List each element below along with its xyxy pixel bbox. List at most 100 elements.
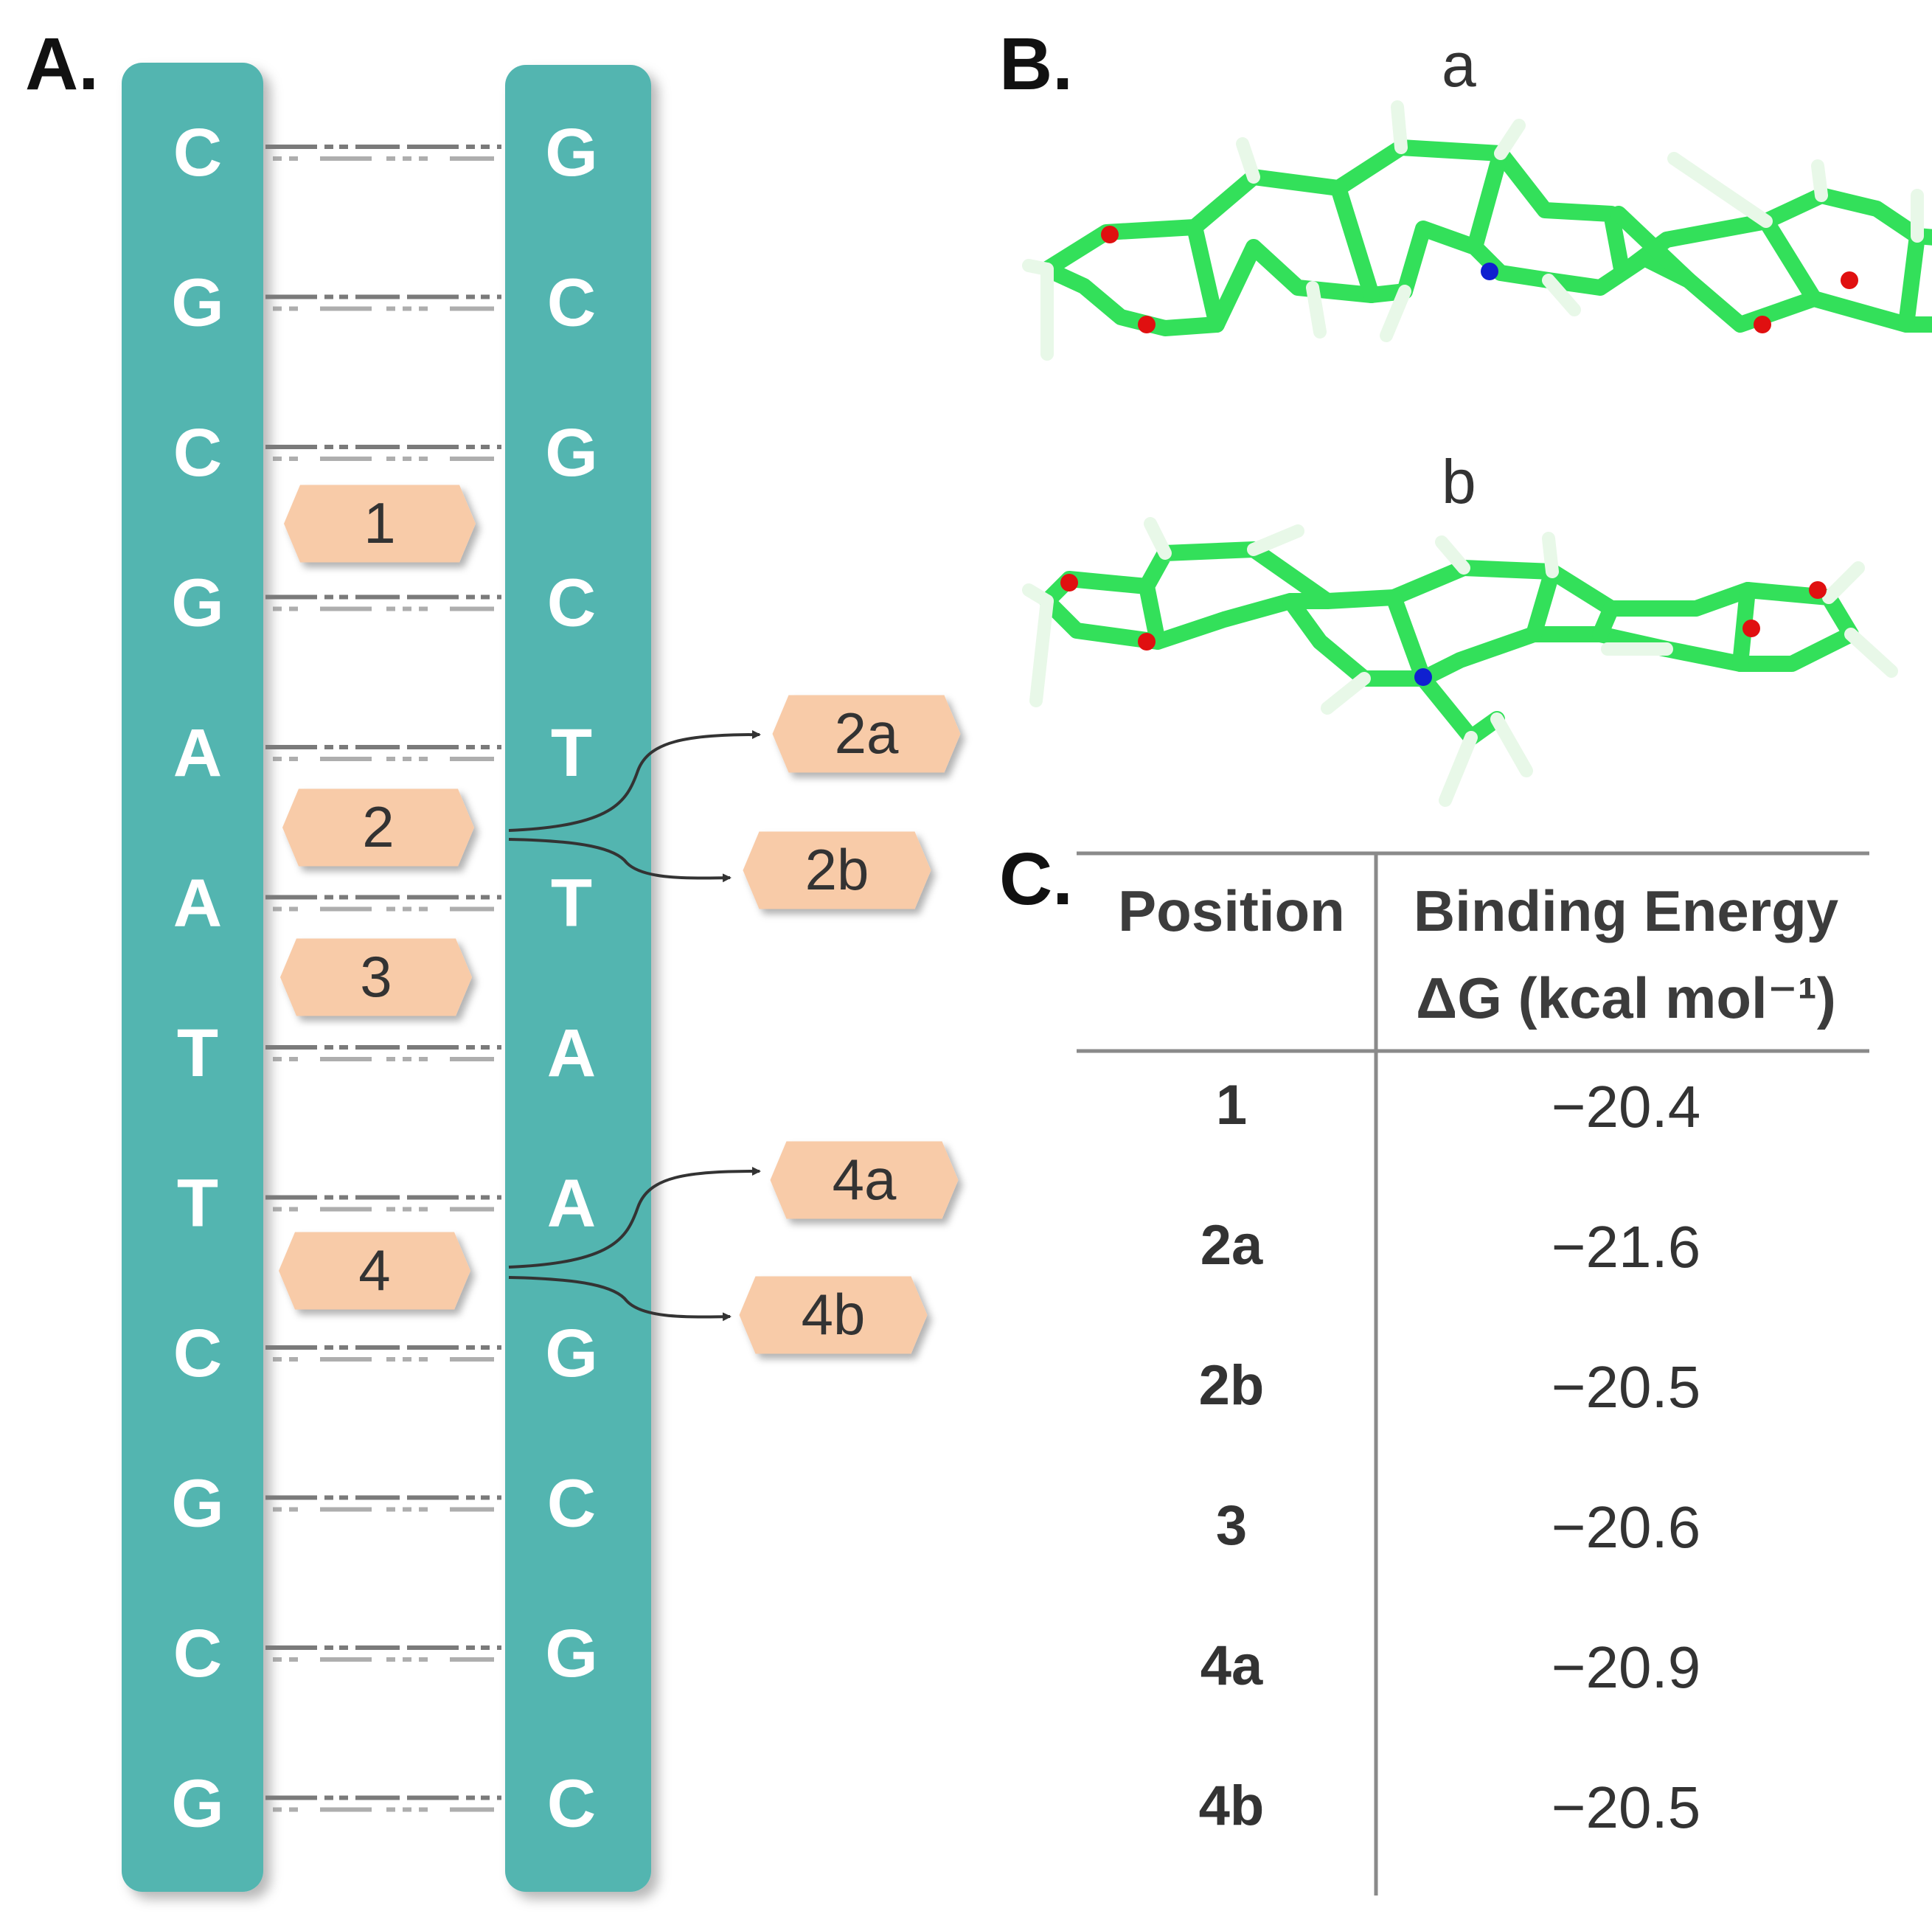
base-left: C: [173, 1616, 222, 1691]
oxygen-atom: [1101, 226, 1119, 243]
table-cell-position: 4a: [1200, 1634, 1263, 1697]
arrow-4-to-4a: [508, 1167, 761, 1269]
site-tags: 1 2 3 4 2a 2b 4a 4b: [279, 485, 961, 1354]
base-left: G: [171, 266, 224, 341]
left-strand: [122, 63, 263, 1892]
branch-tag-4a-text: 4a: [833, 1147, 897, 1212]
base-right: G: [545, 415, 598, 490]
base-left: A: [173, 715, 222, 791]
site-tag-2-shape: [282, 788, 474, 867]
table-cell-position: 4b: [1198, 1775, 1265, 1837]
molecule-a-ring-4: [1610, 206, 1697, 288]
panel-label-b: B.: [999, 23, 1073, 105]
site-tag-1-shape: [284, 485, 476, 563]
table-header-energy-unit: ΔG (kcal mol⁻¹): [1416, 965, 1836, 1030]
molecule-a-ring-5: [1758, 213, 1822, 307]
panel-label-c: C.: [999, 838, 1073, 920]
panel-label-a: A.: [25, 23, 99, 105]
site-tag-4: 4: [279, 1232, 470, 1310]
base-right: C: [547, 266, 596, 341]
base-left: C: [173, 1316, 222, 1391]
oxygen-atom: [1138, 316, 1156, 333]
base-right: C: [547, 566, 596, 641]
base-left: A: [173, 866, 222, 941]
table-cell-position: 2a: [1200, 1214, 1263, 1277]
base-right: A: [547, 1016, 596, 1091]
site-tag-3-shape: [280, 938, 472, 1016]
base-right: C: [547, 1766, 596, 1842]
hydrogen-bond: [265, 1795, 501, 1812]
oxygen-atom: [1138, 633, 1156, 651]
arrow-2-to-2a: [508, 730, 761, 832]
site-tag-1: 1: [284, 485, 476, 563]
molecule-a-ring-2: [1330, 180, 1380, 303]
hydrogen-bond: [265, 1045, 501, 1061]
table-cell-energy: −21.6: [1551, 1214, 1701, 1280]
branch-tag-4b-shape: [739, 1276, 928, 1354]
oxygen-atom: [1742, 620, 1760, 637]
site-tag-4-text: 4: [358, 1238, 390, 1303]
oxygen-atom: [1809, 581, 1827, 599]
branch-tag-2a: 2a: [772, 695, 961, 773]
table-header-energy: Binding Energy: [1413, 878, 1839, 943]
molecule-b-methyl: [1415, 670, 1505, 746]
structure-label-b: b: [1442, 447, 1476, 516]
hydrogen-bond: [265, 1495, 501, 1512]
hydrogen-bond: [265, 1195, 501, 1212]
right-strand: [505, 65, 651, 1892]
molecule-b-ring-3: [1386, 589, 1431, 687]
branch-arrows: [508, 730, 761, 1322]
base-right: G: [545, 115, 598, 190]
nitrogen-atom: [1414, 668, 1432, 686]
base-left: G: [171, 566, 224, 641]
base-left: T: [177, 1166, 218, 1241]
base-pair-bonds: [265, 145, 501, 1812]
hydrogen-bond: [265, 1645, 501, 1662]
branch-tag-2a-text: 2a: [835, 701, 899, 766]
table-cell-position: 2b: [1198, 1354, 1265, 1417]
base-right: A: [547, 1166, 596, 1241]
molecule-b-ring-4: [1526, 563, 1560, 642]
site-tag-2-text: 2: [362, 794, 394, 859]
branch-tag-2b: 2b: [743, 831, 931, 909]
oxygen-atom: [1060, 574, 1078, 592]
site-tag-4-shape: [279, 1232, 470, 1310]
hydrogen-bond: [265, 745, 501, 761]
base-left: T: [177, 1016, 218, 1091]
branch-tag-2b-shape: [743, 831, 931, 909]
oxygen-atom: [1841, 271, 1858, 289]
base-left: C: [173, 415, 222, 490]
table-cell-energy: −20.9: [1551, 1634, 1701, 1700]
table-header-position: Position: [1118, 878, 1345, 943]
hydrogen-bond: [265, 1345, 501, 1362]
molecule-a-hydrogens: [1022, 100, 1924, 361]
base-left: C: [173, 115, 222, 190]
hydrogen-bond: [265, 145, 501, 161]
hydrogen-bond: [265, 895, 501, 912]
base-right: G: [545, 1316, 598, 1391]
site-tag-3-text: 3: [360, 944, 392, 1009]
table-lines: [1077, 851, 1869, 1895]
base-left: G: [171, 1466, 224, 1541]
base-left: G: [171, 1766, 224, 1842]
oxygen-atom: [1754, 316, 1771, 333]
hydrogen-bond: [265, 445, 501, 461]
base-right: C: [547, 1466, 596, 1541]
base-right: G: [545, 1616, 598, 1691]
branch-tag-4b: 4b: [739, 1276, 928, 1354]
molecule-b-ring: [1139, 578, 1166, 650]
table-cell-energy: −20.5: [1551, 1775, 1701, 1840]
branch-tag-4a-shape: [770, 1141, 959, 1219]
table-cell-energy: −20.5: [1551, 1354, 1701, 1420]
branch-tag-4b-text: 4b: [802, 1282, 866, 1347]
branch-tag-4a: 4a: [770, 1141, 959, 1219]
base-right: T: [551, 866, 592, 941]
hydrogen-bond: [265, 594, 501, 611]
site-tag-1-text: 1: [364, 490, 395, 555]
branch-tag-2a-shape: [772, 695, 961, 773]
arrow-2-to-2b: [508, 838, 732, 883]
structure-label-a: a: [1442, 30, 1476, 100]
